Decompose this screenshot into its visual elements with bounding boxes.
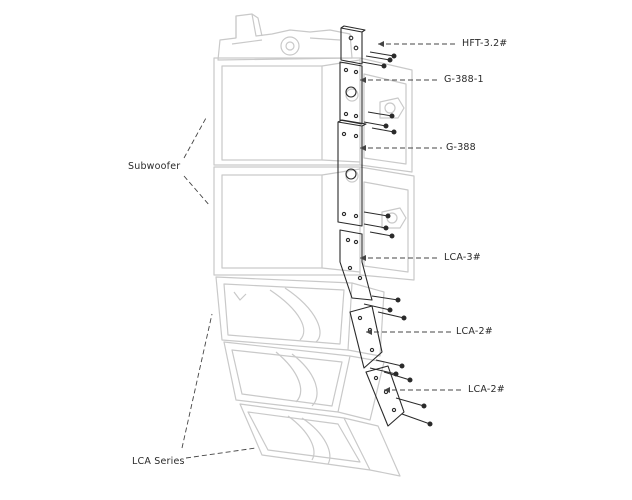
arrowhead-lca3 bbox=[360, 255, 366, 261]
subwoofer-cabinet-lower bbox=[213, 166, 415, 281]
arrowhead-g388-1 bbox=[360, 77, 366, 83]
lca2-lower-bolts bbox=[395, 397, 433, 427]
g388-1-plate bbox=[339, 61, 363, 125]
leader-arrowheads bbox=[360, 41, 390, 393]
speaker-stack bbox=[213, 13, 415, 477]
leader-subwoofer-lower bbox=[183, 175, 211, 207]
arrowhead-hft bbox=[378, 41, 384, 47]
leader-lca-series-upper bbox=[181, 313, 213, 449]
top-fly-frame bbox=[217, 13, 353, 61]
leader-subwoofer-upper bbox=[183, 117, 207, 159]
lca2-lower-plate bbox=[365, 365, 405, 427]
lca2-upper-bolts bbox=[369, 359, 413, 383]
hft-plate bbox=[340, 25, 366, 65]
label-lca2-lower: LCA-2# bbox=[468, 384, 505, 395]
g388-plate bbox=[337, 119, 367, 227]
lca-cabinet-3 bbox=[239, 403, 401, 477]
g388-bolts bbox=[363, 211, 395, 239]
lca-cabinet-1 bbox=[215, 276, 385, 357]
arrowhead-g388 bbox=[360, 145, 366, 151]
g388-1-bolts bbox=[363, 111, 397, 135]
lca3-bolts bbox=[363, 295, 407, 321]
label-g388-1: G-388-1 bbox=[444, 74, 484, 85]
lca3-plate bbox=[339, 229, 373, 301]
label-lca2-upper: LCA-2# bbox=[456, 326, 493, 337]
label-hft: HFT-3.2# bbox=[462, 38, 508, 49]
label-g388: G-388 bbox=[446, 142, 476, 153]
arrowhead-lca2-upper bbox=[366, 329, 372, 335]
subwoofer-cabinet-upper bbox=[213, 57, 413, 173]
hft-bolts bbox=[361, 51, 397, 69]
rigging-hardware bbox=[337, 25, 433, 427]
label-subwoofer: Subwoofer bbox=[128, 161, 181, 172]
arrowhead-lca2-lower bbox=[384, 387, 390, 393]
lca-cabinet-2 bbox=[223, 341, 385, 421]
label-lca-series: LCA Series bbox=[132, 456, 185, 467]
label-lca3: LCA-3# bbox=[444, 252, 481, 263]
leader-lines bbox=[181, 43, 464, 459]
leader-lca-series-lower bbox=[185, 447, 257, 459]
